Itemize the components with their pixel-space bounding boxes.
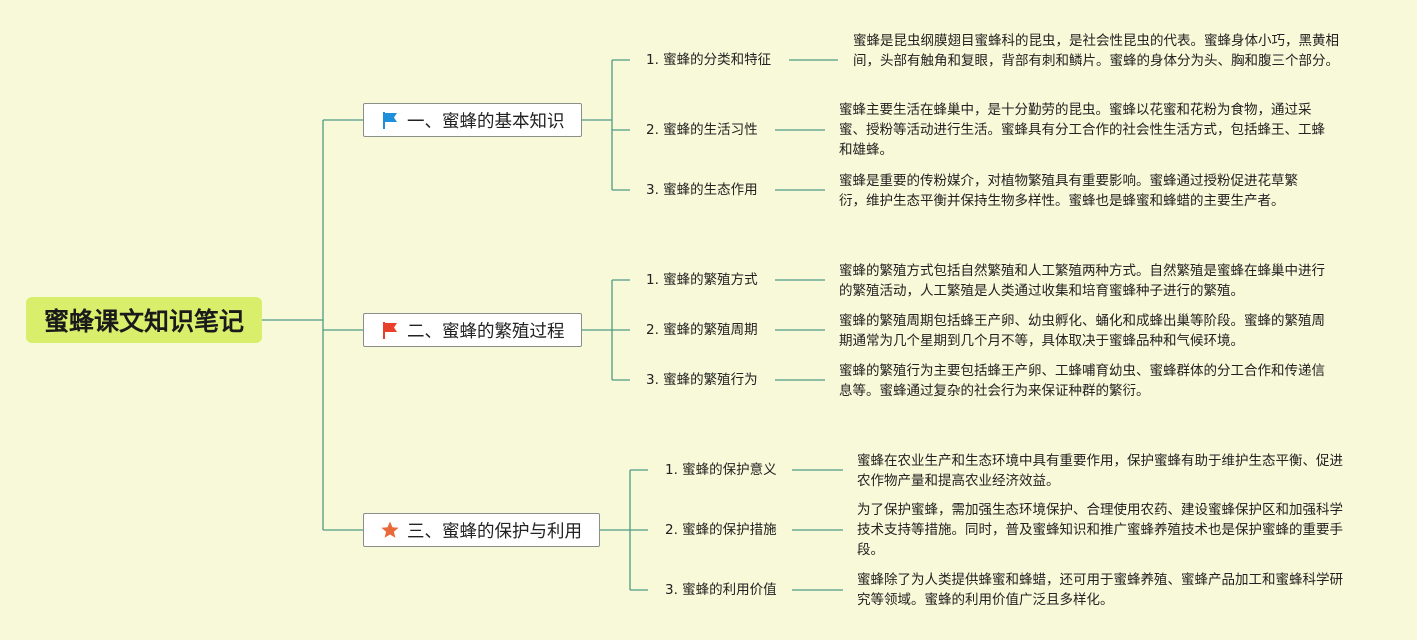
desc-reproduction-methods: 蜜蜂的繁殖方式包括自然繁殖和人工繁殖两种方式。自然繁殖是蜜蜂在蜂巢中进行的繁殖活… <box>839 263 1325 299</box>
desc-protection-significance: 蜜蜂在农业生产和生态环境中具有重要作用，保护蜜蜂有助于维护生态平衡、促进农作物产… <box>857 453 1343 489</box>
desc-classification: 蜜蜂是昆虫纲膜翅目蜜蜂科的昆虫，是社会性昆虫的代表。蜜蜂身体小巧，黑黄相间，头部… <box>853 33 1339 69</box>
topic-protection-significance[interactable]: 1. 蜜蜂的保护意义 <box>665 462 777 478</box>
root-node[interactable]: 蜜蜂课文知识笔记 <box>26 297 262 343</box>
root-title: 蜜蜂课文知识笔记 <box>43 307 244 336</box>
desc-reproduction-cycle: 蜜蜂的繁殖周期包括蜂王产卵、幼虫孵化、蛹化和成蜂出巢等阶段。蜜蜂的繁殖周期通常为… <box>839 313 1325 349</box>
topic-reproduction-cycle[interactable]: 2. 蜜蜂的繁殖周期 <box>646 322 758 338</box>
desc-reproduction-behavior: 蜜蜂的繁殖行为主要包括蜂王产卵、工蜂哺育幼虫、蜜蜂群体的分工合作和传递信息等。蜜… <box>839 363 1325 399</box>
branch-protection-use[interactable]: 三、蜜蜂的保护与利用 <box>363 513 600 547</box>
desc-protection-measures: 为了保护蜜蜂，需加强生态环境保护、合理使用农药、建设蜜蜂保护区和加强科学技术支持… <box>857 502 1343 558</box>
blue-flag-icon <box>383 112 397 129</box>
orange-star-icon <box>381 521 399 538</box>
branch-reproduction[interactable]: 二、蜜蜂的繁殖过程 <box>363 313 582 347</box>
branch-label: 一、蜜蜂的基本知识 <box>407 111 565 132</box>
topic-utilization-value[interactable]: 3. 蜜蜂的利用价值 <box>665 582 777 598</box>
desc-ecological-role: 蜜蜂是重要的传粉媒介，对植物繁殖具有重要影响。蜜蜂通过授粉促进花草繁衍，维护生态… <box>839 173 1298 209</box>
topic-reproduction-methods[interactable]: 1. 蜜蜂的繁殖方式 <box>646 272 758 288</box>
red-flag-icon <box>383 322 397 339</box>
topic-ecological-role[interactable]: 3. 蜜蜂的生态作用 <box>646 182 758 198</box>
topic-reproduction-behavior[interactable]: 3. 蜜蜂的繁殖行为 <box>646 372 758 388</box>
branch-label: 二、蜜蜂的繁殖过程 <box>407 321 565 342</box>
topic-habits[interactable]: 2. 蜜蜂的生活习性 <box>646 122 758 138</box>
topic-protection-measures[interactable]: 2. 蜜蜂的保护措施 <box>665 522 777 538</box>
desc-habits: 蜜蜂主要生活在蜂巢中，是十分勤劳的昆虫。蜜蜂以花蜜和花粉为食物，通过采蜜、授粉等… <box>839 102 1325 158</box>
desc-utilization-value: 蜜蜂除了为人类提供蜂蜜和蜂蜡，还可用于蜜蜂养殖、蜜蜂产品加工和蜜蜂科学研究等领域… <box>857 572 1343 608</box>
branch-label: 三、蜜蜂的保护与利用 <box>407 521 582 542</box>
topic-classification[interactable]: 1. 蜜蜂的分类和特征 <box>646 52 772 68</box>
branch-basic-knowledge[interactable]: 一、蜜蜂的基本知识 <box>363 103 582 137</box>
